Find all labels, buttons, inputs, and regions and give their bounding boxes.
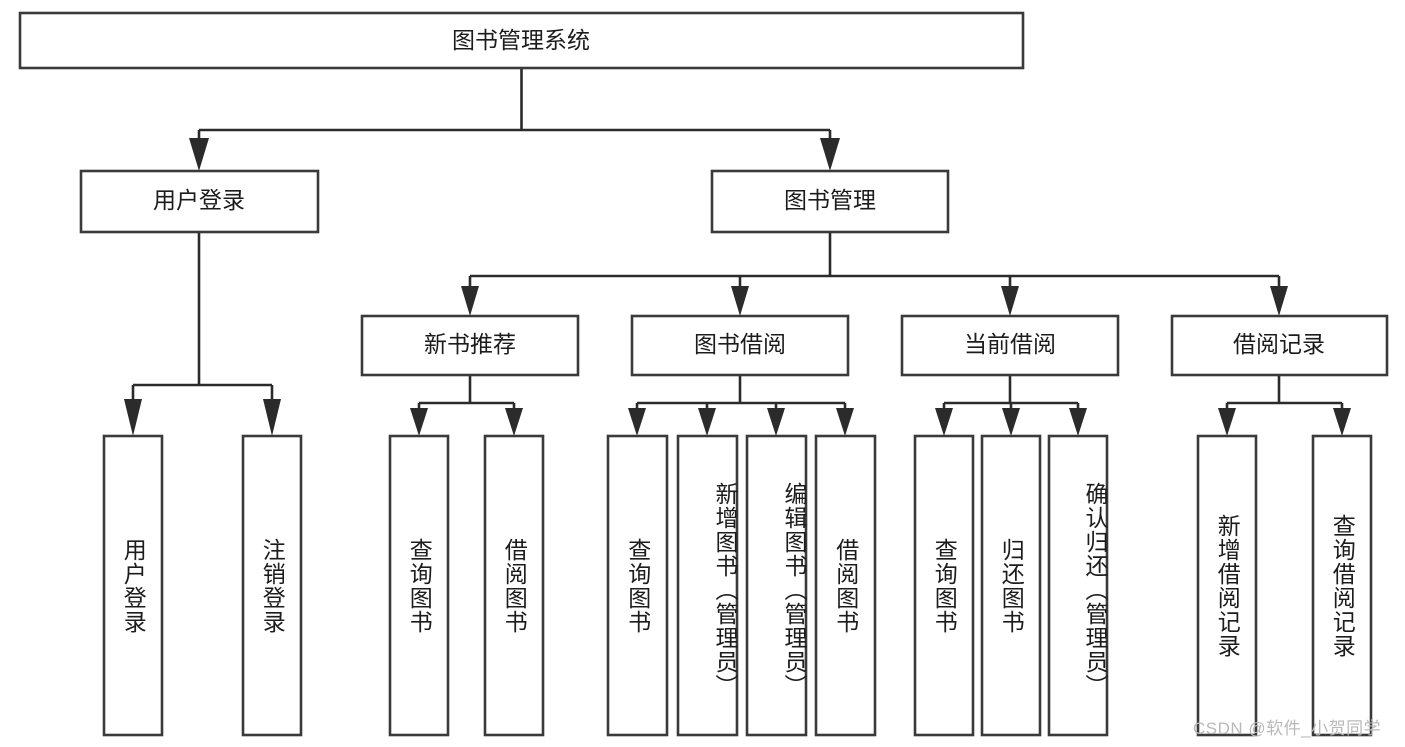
node-user-login-label: 用户登录 [153, 187, 245, 213]
arrowhead-icon [628, 408, 646, 436]
node-book-borrow[interactable]: 图书借阅 [630, 314, 850, 377]
leaf-box-user-login[interactable] [102, 434, 164, 737]
node-user-login[interactable]: 用户登录 [79, 169, 320, 234]
connector-borrowrecord-to-leaves [1218, 375, 1351, 436]
node-book-manage-box[interactable] [710, 169, 950, 234]
leaf-box-confirm-return[interactable] [1047, 434, 1109, 737]
connector-currentborrow-to-leaves [935, 375, 1087, 436]
node-book-manage-label: 图书管理 [784, 187, 876, 213]
arrowhead-icon [836, 408, 854, 436]
arrowhead-icon [124, 399, 142, 436]
connector-root-to-level2 [189, 68, 840, 171]
node-borrow-record-box[interactable] [1170, 314, 1389, 377]
leaf-box-user-logout[interactable] [241, 434, 303, 737]
node-root[interactable]: 图书管理系统 [18, 11, 1025, 70]
node-borrow-record-label: 借阅记录 [1233, 331, 1325, 357]
arrowhead-icon [1333, 408, 1351, 436]
leaf-box-return-book[interactable] [980, 434, 1042, 737]
arrowhead-icon [1002, 408, 1020, 436]
leaf-box-borrow-book[interactable] [814, 434, 877, 737]
leaf-box-query-book-rec[interactable] [388, 434, 450, 737]
node-root-label: 图书管理系统 [452, 27, 590, 53]
node-new-book-rec-box[interactable] [360, 314, 580, 377]
arrowhead-icon [1218, 408, 1236, 436]
leaf-box-query-record[interactable] [1311, 434, 1373, 737]
leaf-box-add-book[interactable] [676, 434, 739, 737]
leaf-box-query-book-borrow[interactable] [606, 434, 669, 737]
node-root-box[interactable] [18, 11, 1025, 70]
leaf-box-add-record[interactable] [1196, 434, 1258, 737]
connector-bookmanage-to-level3 [461, 232, 1288, 316]
node-borrow-record[interactable]: 借阅记录 [1170, 314, 1389, 377]
connector-newbookrec-to-leaves [410, 375, 523, 436]
arrowhead-icon [935, 408, 953, 436]
csdn-watermark: CSDN @软件_小贺同学 [1193, 719, 1382, 738]
leaf-boxes [102, 434, 1373, 737]
node-book-borrow-label: 图书借阅 [694, 331, 786, 357]
arrowhead-icon [1270, 286, 1288, 316]
arrowhead-icon [1069, 408, 1087, 436]
arrowhead-icon [820, 138, 840, 171]
node-book-manage[interactable]: 图书管理 [710, 169, 950, 234]
node-current-borrow-label: 当前借阅 [964, 331, 1056, 357]
arrowhead-icon [731, 286, 749, 316]
arrowhead-icon [189, 138, 209, 171]
arrowhead-icon [698, 408, 716, 436]
arrowhead-icon [461, 286, 479, 316]
leaf-box-borrow-book-rec[interactable] [483, 434, 545, 737]
arrowhead-icon [767, 408, 785, 436]
arrowhead-icon [263, 399, 281, 436]
connector-bookborrow-to-leaves [628, 375, 854, 436]
node-current-borrow-box[interactable] [900, 314, 1120, 377]
node-current-borrow[interactable]: 当前借阅 [900, 314, 1120, 377]
arrowhead-icon [1001, 286, 1019, 316]
arrowhead-icon [505, 408, 523, 436]
arrowhead-icon [410, 408, 428, 436]
node-new-book-rec[interactable]: 新书推荐 [360, 314, 580, 377]
leaf-box-edit-book[interactable] [745, 434, 808, 737]
connector-userlogin-to-leaves [124, 232, 281, 436]
node-user-login-box[interactable] [79, 169, 320, 234]
leaf-box-query-book-current[interactable] [913, 434, 975, 737]
node-book-borrow-box[interactable] [630, 314, 850, 377]
node-new-book-rec-label: 新书推荐 [424, 331, 516, 357]
